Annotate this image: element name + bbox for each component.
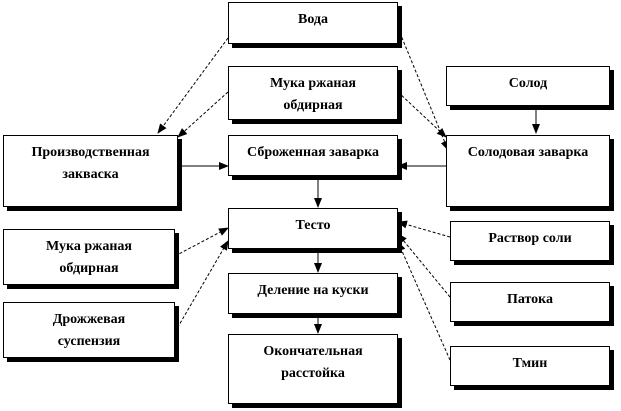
edge-muka-top-to-solod-zav (397, 91, 447, 138)
edge-drozh-to-testo (174, 240, 229, 333)
node-drozhzhevaya-suspenziya: Дрожжевая суспензия (3, 302, 175, 358)
node-solod: Солод (446, 66, 610, 106)
edge-patoka-to-testo (397, 233, 451, 298)
node-solodovaya-zavarka: Солодовая заварка (446, 135, 610, 207)
edge-muka-top-to-zakvaska (177, 91, 229, 138)
node-muka-rzhanaya-left: Мука ржаная обдирная (3, 229, 175, 285)
edge-rastvor-to-testo (397, 220, 451, 238)
node-rastvor-soli: Раствор соли (450, 221, 610, 261)
edge-muka-left-to-testo (174, 227, 229, 257)
edge-voda-to-solod-zav (397, 27, 449, 151)
node-delenie-na-kuski: Деление на куски (228, 273, 398, 314)
node-sbrozhennaya-zavarka: Сброженная заварка (228, 135, 398, 176)
node-proizvodstvennaya-zakvaska: Производственная закваска (3, 135, 178, 207)
node-okonchatelnaya-rasstoyka: Окончательная расстойка (228, 334, 398, 404)
node-voda: Вода (228, 2, 398, 44)
node-tmin: Тмин (450, 346, 610, 386)
edge-tmin-to-testo (397, 241, 451, 361)
edge-voda-to-zakvaska (157, 37, 229, 134)
node-muka-rzhanaya-top: Мука ржаная обдирная (228, 66, 398, 120)
node-patoka: Патока (450, 282, 610, 322)
node-testo: Тесто (228, 208, 398, 249)
